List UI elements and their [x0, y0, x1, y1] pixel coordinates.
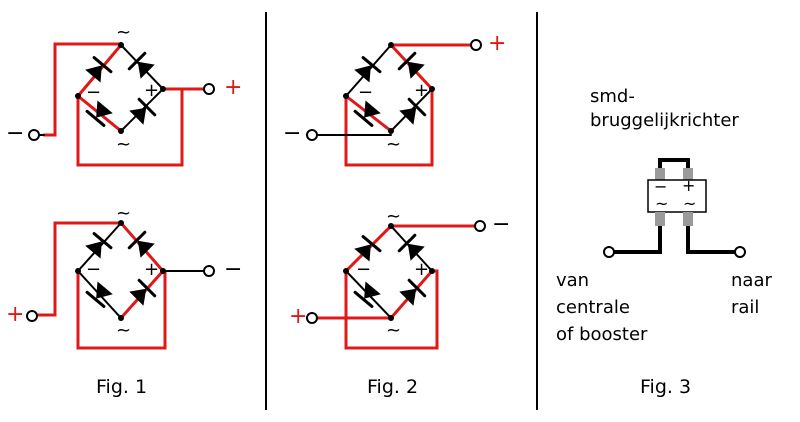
fig3-component-label-1: smd- [590, 86, 635, 107]
caption-fig2: Fig. 2 [367, 376, 419, 398]
fig3-pad-ac-left: ~ [655, 194, 669, 213]
fig3-right-label-1: naar [731, 270, 772, 291]
fig1-top-bridge [28, 42, 215, 167]
fig3-pad-plus: + [682, 176, 696, 195]
fig2-top-input-minus: − [283, 121, 302, 146]
caption-fig1: Fig. 1 [96, 376, 148, 398]
fig1-top-input-minus: − [6, 121, 25, 146]
fig2-bottom-input-plus: + [289, 304, 308, 329]
fig2-bottom-output-minus: − [492, 212, 511, 237]
fig2-top-bridge [306, 39, 482, 167]
fig2-bottom-minus: − [356, 259, 372, 280]
fig1-bottom-minus: − [86, 259, 102, 280]
fig1-bottom-input-plus: + [6, 302, 25, 327]
fig2-top-plus: + [414, 80, 430, 101]
fig3-left-label-1: van [556, 270, 590, 291]
fig2-bottom-bridge [306, 220, 486, 350]
caption-fig3: Fig. 3 [640, 376, 692, 398]
fig1-bottom-ac-bottom: ~ [116, 320, 132, 341]
fig3-left-label-3: of booster [556, 324, 648, 345]
fig3-component-label-2: bruggelijkrichter [590, 110, 739, 131]
fig1-bottom-output-minus: − [224, 257, 243, 282]
fig1-bottom-bridge [26, 220, 215, 350]
fig1-top-output-plus: + [224, 75, 243, 100]
fig2-bottom-plus: + [414, 259, 430, 280]
fig1-top-plus: + [144, 80, 160, 101]
fig2-top-output-plus: + [488, 31, 507, 56]
fig1-top-ac-bottom: ~ [116, 134, 132, 155]
fig3-pad-ac-right: ~ [683, 194, 697, 213]
fig3-pad-minus: − [654, 177, 668, 196]
fig2-bottom-ac-bottom: ~ [386, 320, 402, 341]
fig2-top-minus: − [358, 82, 374, 103]
fig2-bottom-ac-top: ~ [386, 206, 402, 227]
smd-bridge-rectifier [603, 158, 746, 258]
fig3-left-label-2: centrale [556, 297, 630, 318]
fig1-bottom-plus: + [144, 259, 160, 280]
fig2-top-ac-bottom: ~ [386, 134, 402, 155]
fig1-top-minus: − [86, 82, 102, 103]
fig1-top-ac-top: ~ [116, 22, 132, 43]
fig1-bottom-ac-top: ~ [116, 203, 132, 224]
fig3-right-label-2: rail [731, 297, 760, 318]
